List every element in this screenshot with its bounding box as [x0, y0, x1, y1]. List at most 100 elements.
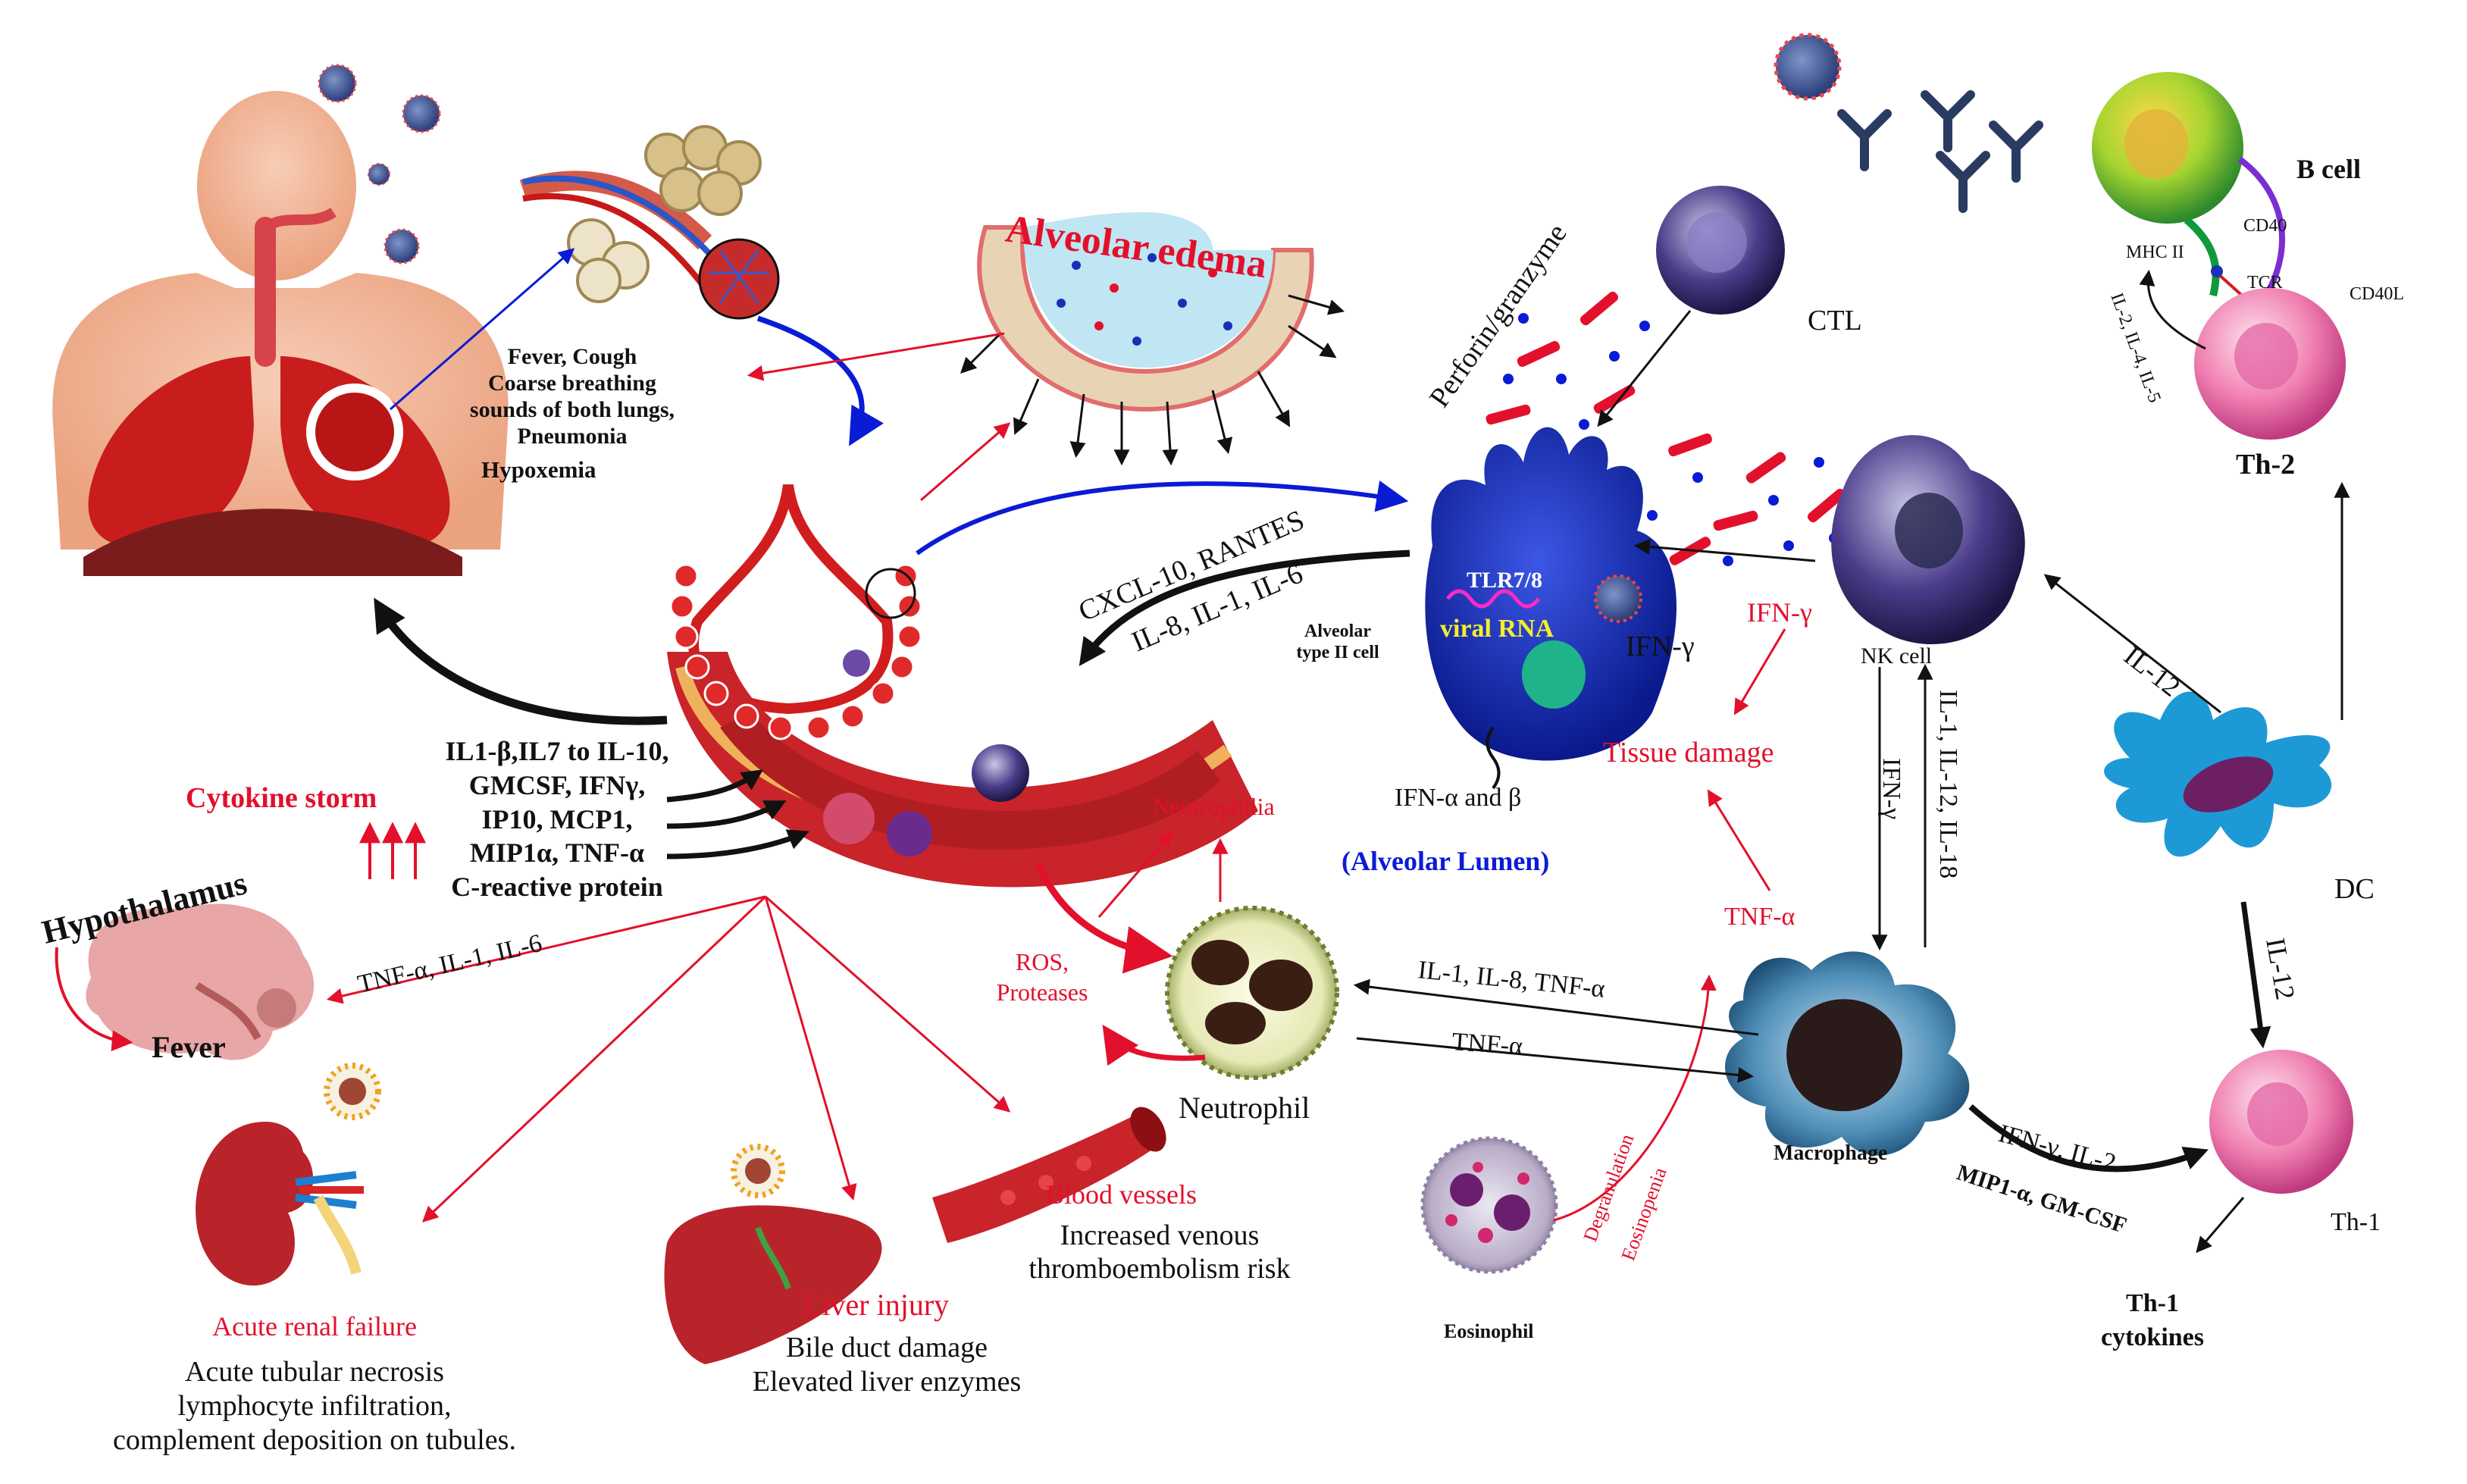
- label-th1-cytokines: cytokines: [2101, 1323, 2204, 1351]
- edema-dots: [1057, 253, 1232, 346]
- head-shape: [197, 91, 356, 280]
- edema-fluid: [1023, 212, 1273, 368]
- arrow-to-blood-vessel: [765, 895, 1011, 1113]
- label-alveolar-lumen: (Alveolar Lumen): [1342, 846, 1549, 876]
- eosinophil-cell: [1420, 1136, 1558, 1274]
- vessel-details: Increased venous thromboembolism risk: [1028, 1219, 1290, 1285]
- label-ifn-gamma-red: IFN-γ: [1747, 597, 1812, 628]
- label-ctl: CTL: [1808, 305, 1862, 337]
- virus-icon: [402, 94, 441, 133]
- th1-cell: [2209, 1050, 2353, 1194]
- virus-icon: [1594, 575, 1642, 623]
- symptoms-text: Fever, Cough Coarse breathing sounds of …: [470, 344, 675, 449]
- label-proteases: Proteases: [997, 978, 1088, 1006]
- renal-detail-line: Acute tubular necrosis: [185, 1356, 444, 1388]
- arrow-dc-to-th1: [2240, 901, 2271, 1049]
- label-mhc2: MHC II: [2126, 243, 2184, 262]
- virus-icon: [384, 228, 420, 265]
- nasal-cavity: [262, 207, 337, 233]
- symptom-line: sounds of both lungs,: [470, 397, 675, 422]
- label-hypoxemia: Hypoxemia: [481, 456, 596, 483]
- symptom-line: Coarse breathing: [488, 371, 656, 396]
- edema-alveolus-wall: [977, 225, 1314, 412]
- arrow-neutrophil-to-macrophage: [1356, 1037, 1755, 1083]
- virus-icon: [318, 64, 357, 103]
- alveolar-edema-illustration: [960, 212, 1345, 466]
- human-torso-illustration: [52, 91, 509, 576]
- arrow-vessel-to-lungs: [374, 597, 668, 725]
- label-th1-cytokines: Th-1: [2126, 1289, 2179, 1317]
- label-neutrophil: Neutrophil: [1179, 1091, 1310, 1125]
- label-dc: DC: [2334, 873, 2375, 905]
- label-neutrophilia: Neutrophilia: [1152, 793, 1275, 820]
- virus-near-type2-cell: [1594, 575, 1642, 623]
- arrow-to-brain: [326, 895, 766, 1004]
- arrow-vessel-to-neutrophil: [1035, 863, 1173, 974]
- arrow-neutrophil-to-ros: [1102, 1024, 1206, 1066]
- arrow-to-kidney: [421, 895, 767, 1223]
- ctl-cell: [1656, 186, 1785, 315]
- arrow-vessel-to-edema: [920, 422, 1011, 502]
- label-viral-rna: viral RNA: [1440, 615, 1554, 643]
- arrow-th2-to-bcell: [2139, 269, 2206, 350]
- arrow-ifn-to-tissue-damage: [1733, 628, 1786, 715]
- zoom-circle-lung: [306, 384, 403, 481]
- mhc-dot: [2211, 265, 2223, 277]
- mhc-tcr-link: [2184, 217, 2220, 297]
- cytokine-line: GMCSF, IFNγ,: [469, 770, 646, 800]
- label-blood-vessels: Blood vessels: [1046, 1179, 1197, 1210]
- arrow-edema-to-symptoms: [747, 332, 1005, 381]
- brain-illustration: [86, 903, 315, 1060]
- arrow-cytokine-to-vessel-2: [666, 800, 787, 829]
- zoom-circle-alveolus: [698, 238, 780, 320]
- liver-detail-line: Elevated liver enzymes: [753, 1366, 1022, 1398]
- nk-cell: [1831, 435, 2025, 644]
- label-th2: Th-2: [2236, 449, 2295, 481]
- arrow-cytokine-to-vessel-3: [666, 829, 809, 859]
- arrows-blue: [390, 248, 1409, 556]
- label-ifn-ab: IFN-α and β: [1395, 784, 1521, 812]
- blood-vessel-blue: [522, 175, 723, 268]
- ifn-release-squiggle: [1486, 726, 1501, 790]
- dendritic-cell: [2104, 691, 2332, 857]
- perforin-granzyme-particles: [1486, 291, 1846, 566]
- label-cd40l: CD40L: [2350, 284, 2404, 304]
- arrow-type2-to-vessel: [1079, 549, 1410, 666]
- arrow-th1-to-cytokines: [2196, 1197, 2245, 1254]
- label-ifn-il2: IFN-γ, IL-2: [1996, 1119, 2119, 1178]
- label-eosinophil: Eosinophil: [1444, 1320, 1534, 1342]
- alveolar-type2-cell: [1425, 427, 1677, 790]
- arrow-to-liver: [764, 896, 857, 1201]
- arrow-alveolus-to-type2: [916, 480, 1409, 556]
- renal-detail-line: complement deposition on tubules.: [113, 1424, 516, 1456]
- immune-cell-in-vessel: [843, 650, 870, 677]
- label-eosinopenia: Eosinopenia: [1617, 1164, 1670, 1263]
- label-ifn-gamma-vertical: IFN-γ: [1877, 758, 1905, 819]
- label-b-cell: B cell: [2296, 154, 2361, 184]
- arrow-dc-to-nk: [2043, 574, 2221, 714]
- macrophage-cell: [1725, 951, 1970, 1156]
- viral-rna-squiggle: [1446, 589, 1540, 609]
- arrow-macrophage-to-th1: [1968, 1104, 2209, 1172]
- virus-icon: [1774, 33, 1842, 101]
- blood-vessel-red: [522, 193, 708, 290]
- arrows-red: [55, 332, 1786, 1223]
- label-il1-il12-il18: IL-1, IL-12, IL-18: [1934, 690, 1962, 878]
- symptom-line: Pneumonia: [517, 424, 627, 449]
- label-il12-lower: IL-12: [2260, 935, 2301, 1002]
- liver-details: Bile duct damage Elevated liver enzymes: [753, 1332, 1022, 1398]
- zoom-circle-central: [865, 568, 916, 619]
- label-tissue-damage: Tissue damage: [1603, 737, 1774, 769]
- cd40-cd40l-link: [2237, 156, 2285, 297]
- antibody-icons: [1837, 90, 2043, 213]
- label-perforin-granzyme: Perforin/granzyme: [1423, 218, 1573, 413]
- cytokine-list: IL1-β,IL7 to IL-10, GMCSF, IFNγ, IP10, M…: [446, 736, 669, 902]
- th2-cell: [2194, 288, 2346, 440]
- virus-particles-top-left: [318, 64, 441, 265]
- cytokine-line: MIP1α, TNF-α: [470, 837, 644, 868]
- label-acute-renal: Acute renal failure: [212, 1311, 417, 1342]
- virus-near-kidney: [324, 1063, 381, 1120]
- label-ifn-gamma-cell: IFN-γ: [1626, 631, 1695, 662]
- arrow-ctl-to-type2: [1597, 310, 1692, 427]
